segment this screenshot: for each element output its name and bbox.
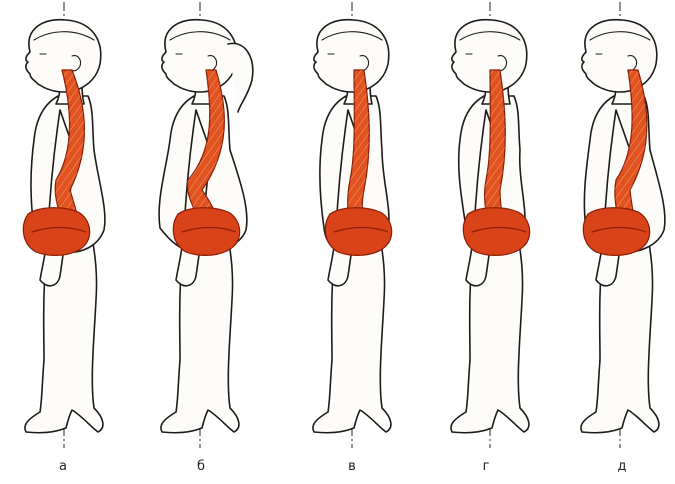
figure-5: д — [581, 2, 665, 474]
figure-1: а — [23, 2, 105, 474]
legs — [581, 236, 659, 433]
legs — [25, 236, 103, 433]
head — [452, 20, 527, 92]
legs — [313, 236, 391, 433]
head — [314, 20, 389, 92]
head — [26, 20, 101, 92]
figure-label: б — [197, 459, 205, 474]
figure-label: в — [348, 459, 356, 474]
ponytail — [228, 43, 253, 112]
figure-label: а — [59, 459, 67, 474]
figure-3: в — [313, 2, 392, 474]
head — [582, 20, 657, 92]
figure-4: г — [451, 2, 530, 474]
figure-2: б — [159, 2, 253, 474]
legs — [161, 236, 239, 433]
figures-layer: а б в г д — [23, 2, 665, 474]
figure-label: д — [618, 459, 627, 474]
figure-label: г — [483, 459, 490, 474]
head — [162, 20, 237, 92]
legs — [451, 236, 529, 433]
